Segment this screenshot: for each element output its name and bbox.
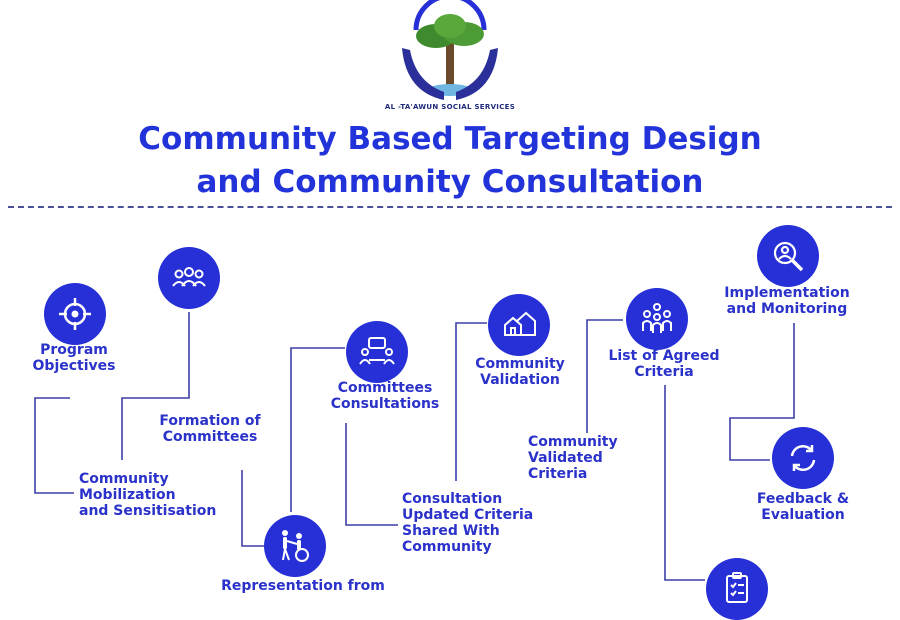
checklist-circle bbox=[706, 558, 768, 620]
program-objectives-circle bbox=[44, 283, 106, 345]
organization-logo bbox=[402, 0, 498, 100]
group-icon bbox=[172, 267, 206, 287]
representation-label: Representation from bbox=[221, 578, 385, 594]
target-icon bbox=[59, 298, 91, 330]
title-line-2: and Community Consultation bbox=[196, 164, 704, 200]
flow-connectors bbox=[34, 312, 795, 581]
magnifier-person-icon bbox=[773, 241, 804, 272]
formation-of-committees-circle bbox=[158, 247, 220, 309]
refresh-icon bbox=[790, 444, 816, 472]
meeting-icon bbox=[359, 337, 395, 365]
feedback-and-evaluation-circle bbox=[772, 427, 834, 489]
list-of-agreed-criteria-circle bbox=[626, 288, 688, 350]
checklist-icon bbox=[726, 572, 748, 603]
feedback-and-evaluation-label: Feedback &Evaluation bbox=[756, 491, 850, 523]
wheelchair-icon bbox=[282, 530, 309, 562]
title-line-1: Community Based Targeting Design bbox=[138, 121, 762, 157]
houses-icon bbox=[504, 311, 536, 336]
committees-consultations-circle bbox=[346, 321, 408, 383]
organization-name: AL -TA'AWUN SOCIAL SERVICES bbox=[384, 103, 516, 111]
community-validation-circle bbox=[488, 294, 550, 356]
page-title: Community Based Targeting Design and Com… bbox=[0, 118, 900, 204]
dashed-divider bbox=[8, 206, 892, 208]
representation-circle bbox=[264, 515, 326, 577]
implementation-and-monitoring-circle bbox=[757, 225, 819, 287]
people-list-icon bbox=[642, 303, 672, 333]
